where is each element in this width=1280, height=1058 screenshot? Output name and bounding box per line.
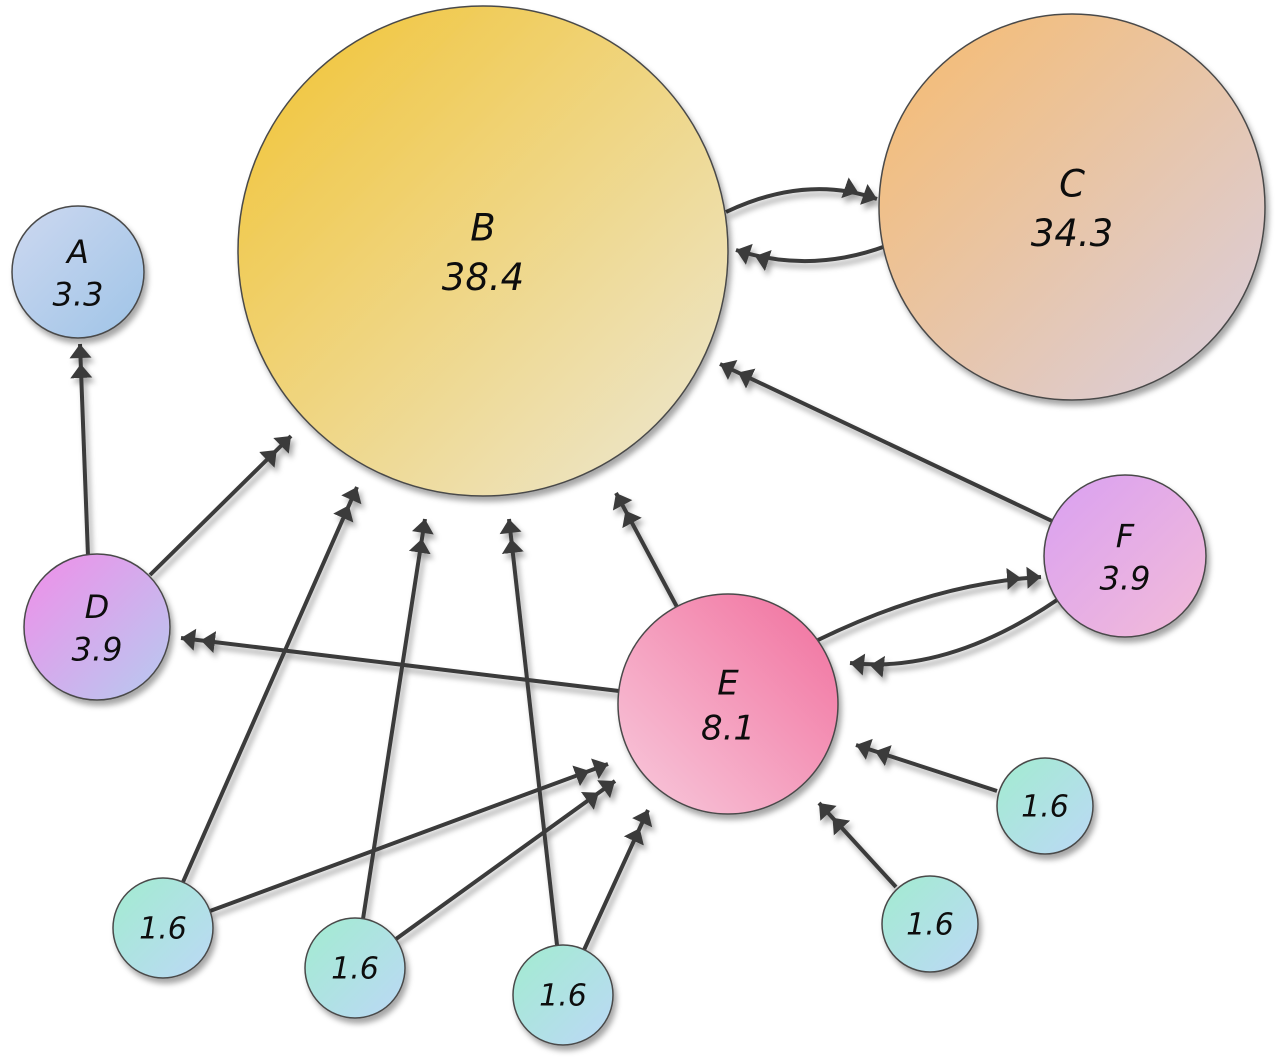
node-B: B 38.4: [237, 5, 729, 497]
node-circle-A: [11, 205, 145, 339]
node-circle-G2: [304, 917, 406, 1019]
edge-D-A: [69, 343, 93, 557]
node-value-G1: 1.6: [139, 912, 187, 947]
node-value-G5: 1.6: [1021, 790, 1069, 825]
node-D: D 3.9: [23, 553, 171, 701]
node-circle-D: [23, 553, 171, 701]
node-circle-G3: [512, 944, 614, 1046]
edge-G1-E: [209, 758, 609, 913]
node-circle-E: [617, 593, 839, 815]
edge-E-B: [612, 492, 679, 608]
edge-G3-E: [582, 809, 653, 951]
node-label-A: A: [65, 233, 89, 271]
node-F: F 3.9: [1043, 474, 1207, 638]
node-value-F: 3.9: [1100, 560, 1151, 598]
edge-G5-E: [855, 738, 998, 793]
edge-G3-B: [499, 518, 559, 946]
node-label-C: C: [1059, 163, 1085, 206]
edge-G1-B: [181, 486, 362, 883]
edge-F-E: [849, 598, 1059, 678]
node-value-G4: 1.6: [906, 908, 954, 943]
edge-B-C: [725, 177, 878, 214]
node-E: E 8.1: [617, 593, 839, 815]
node-G4: 1.6: [881, 875, 979, 973]
node-value-A: 3.3: [53, 276, 104, 314]
node-value-B: 38.4: [442, 256, 524, 299]
edges: [69, 177, 1059, 951]
edge-C-B: [735, 243, 887, 271]
node-A: A 3.3: [11, 205, 145, 339]
node-label-B: B: [470, 207, 495, 250]
node-circle-G5: [996, 757, 1094, 855]
node-G5: 1.6: [996, 757, 1094, 855]
edge-E-D: [180, 628, 620, 693]
node-value-D: 3.9: [72, 631, 123, 669]
node-value-E: 8.1: [701, 709, 755, 749]
node-label-D: D: [85, 588, 110, 626]
edge-G4-E: [817, 801, 898, 889]
edge-G2-B: [361, 518, 434, 920]
node-G3: 1.6: [512, 944, 614, 1046]
node-label-F: F: [1116, 517, 1135, 555]
node-G1: 1.6: [112, 877, 214, 979]
edge-G2-E: [394, 779, 617, 941]
node-value-G2: 1.6: [331, 952, 379, 987]
edge-E-F: [817, 566, 1042, 642]
edge-F-B: [719, 360, 1053, 523]
node-circle-G4: [881, 875, 979, 973]
node-circle-G1: [112, 877, 214, 979]
node-value-G3: 1.6: [539, 979, 587, 1014]
node-label-E: E: [717, 663, 739, 703]
node-value-C: 34.3: [1031, 212, 1113, 255]
node-C: C 34.3: [878, 13, 1266, 401]
node-circle-F: [1043, 474, 1207, 638]
node-G2: 1.6: [304, 917, 406, 1019]
node-circle-B: [237, 5, 729, 497]
edge-D-B: [148, 434, 293, 577]
node-circle-C: [878, 13, 1266, 401]
